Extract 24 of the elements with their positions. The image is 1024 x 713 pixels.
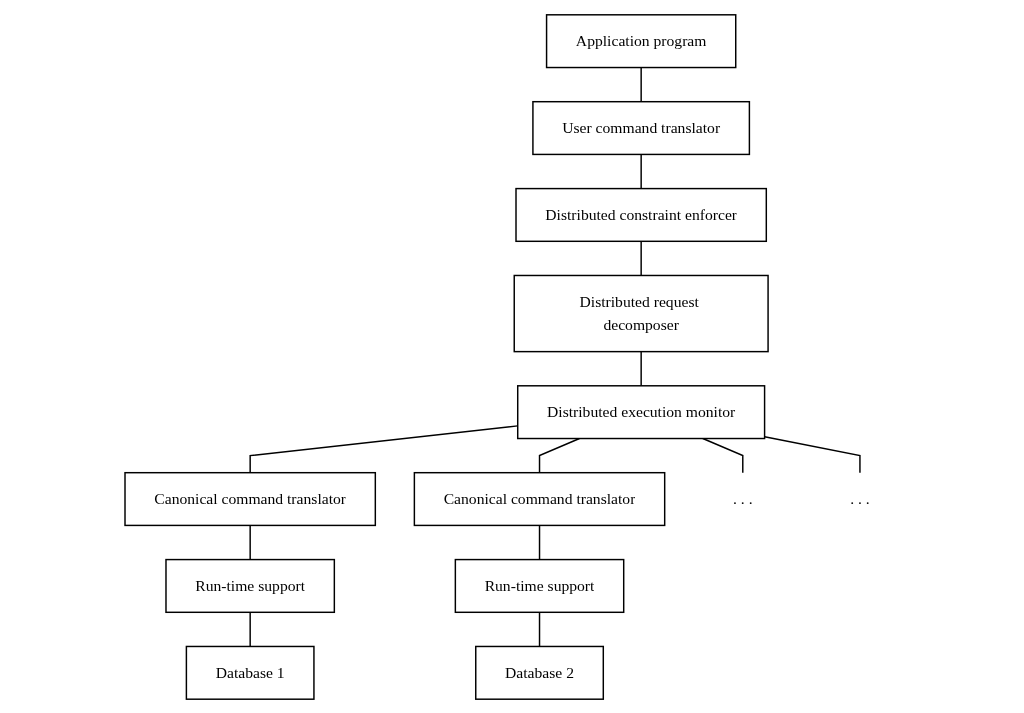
connector	[538, 524, 541, 560]
node-box: Canonical command translator	[124, 471, 377, 526]
node-box: Distributed request decomposer	[513, 274, 769, 352]
connector	[538, 611, 541, 647]
connector	[249, 611, 251, 647]
node-box: Run-time support	[165, 558, 336, 613]
node-box: Distributed execution monitor	[517, 384, 766, 439]
connector	[763, 435, 861, 473]
node-text: . . .	[850, 489, 870, 507]
node-box: Distributed constraint enforcer	[515, 187, 768, 242]
node-box: Application program	[545, 13, 737, 68]
connector	[249, 524, 251, 560]
connector	[640, 240, 642, 276]
node-box: Canonical command translator	[413, 471, 666, 526]
node-text: . . .	[733, 489, 753, 507]
connector	[640, 153, 642, 189]
node-box: Database 1	[185, 645, 315, 700]
connector	[640, 66, 642, 102]
connector	[538, 437, 581, 473]
connector	[640, 350, 642, 387]
connector	[702, 437, 744, 473]
node-box: Run-time support	[454, 558, 625, 613]
node-box: Database 2	[475, 645, 605, 700]
node-box: User command translator	[532, 100, 751, 155]
